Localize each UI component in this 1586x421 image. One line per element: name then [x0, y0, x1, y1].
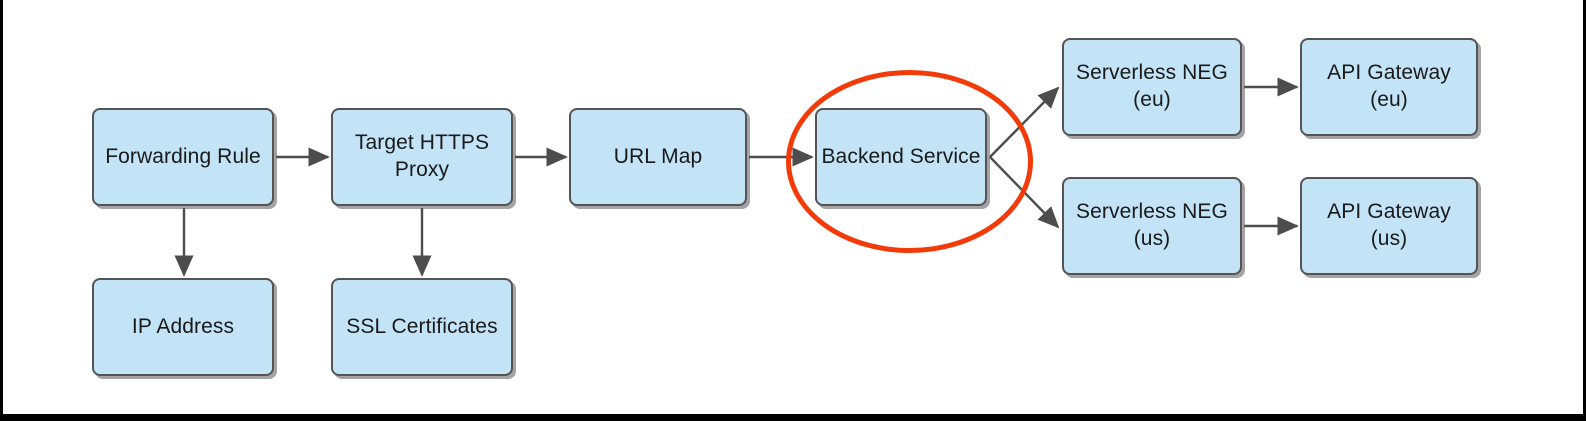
node-serverless-neg-eu[interactable]: Serverless NEG (eu)	[1062, 38, 1242, 136]
node-target-https-proxy[interactable]: Target HTTPS Proxy	[331, 108, 513, 206]
node-serverless-neg-us[interactable]: Serverless NEG (us)	[1062, 177, 1242, 275]
node-url-map[interactable]: URL Map	[569, 108, 747, 206]
node-api-gateway-eu[interactable]: API Gateway (eu)	[1300, 38, 1478, 136]
node-ip-address[interactable]: IP Address	[92, 278, 274, 376]
node-api-gateway-us[interactable]: API Gateway (us)	[1300, 177, 1478, 275]
node-forwarding-rule[interactable]: Forwarding Rule	[92, 108, 274, 206]
edge-backend-to-neg-eu	[989, 86, 1060, 158]
edge-backend-to-neg-us	[989, 156, 1060, 229]
node-ssl-certificates[interactable]: SSL Certificates	[331, 278, 513, 376]
node-backend-service[interactable]: Backend Service	[815, 108, 987, 206]
diagram-edges-layer	[174, 77, 1299, 277]
